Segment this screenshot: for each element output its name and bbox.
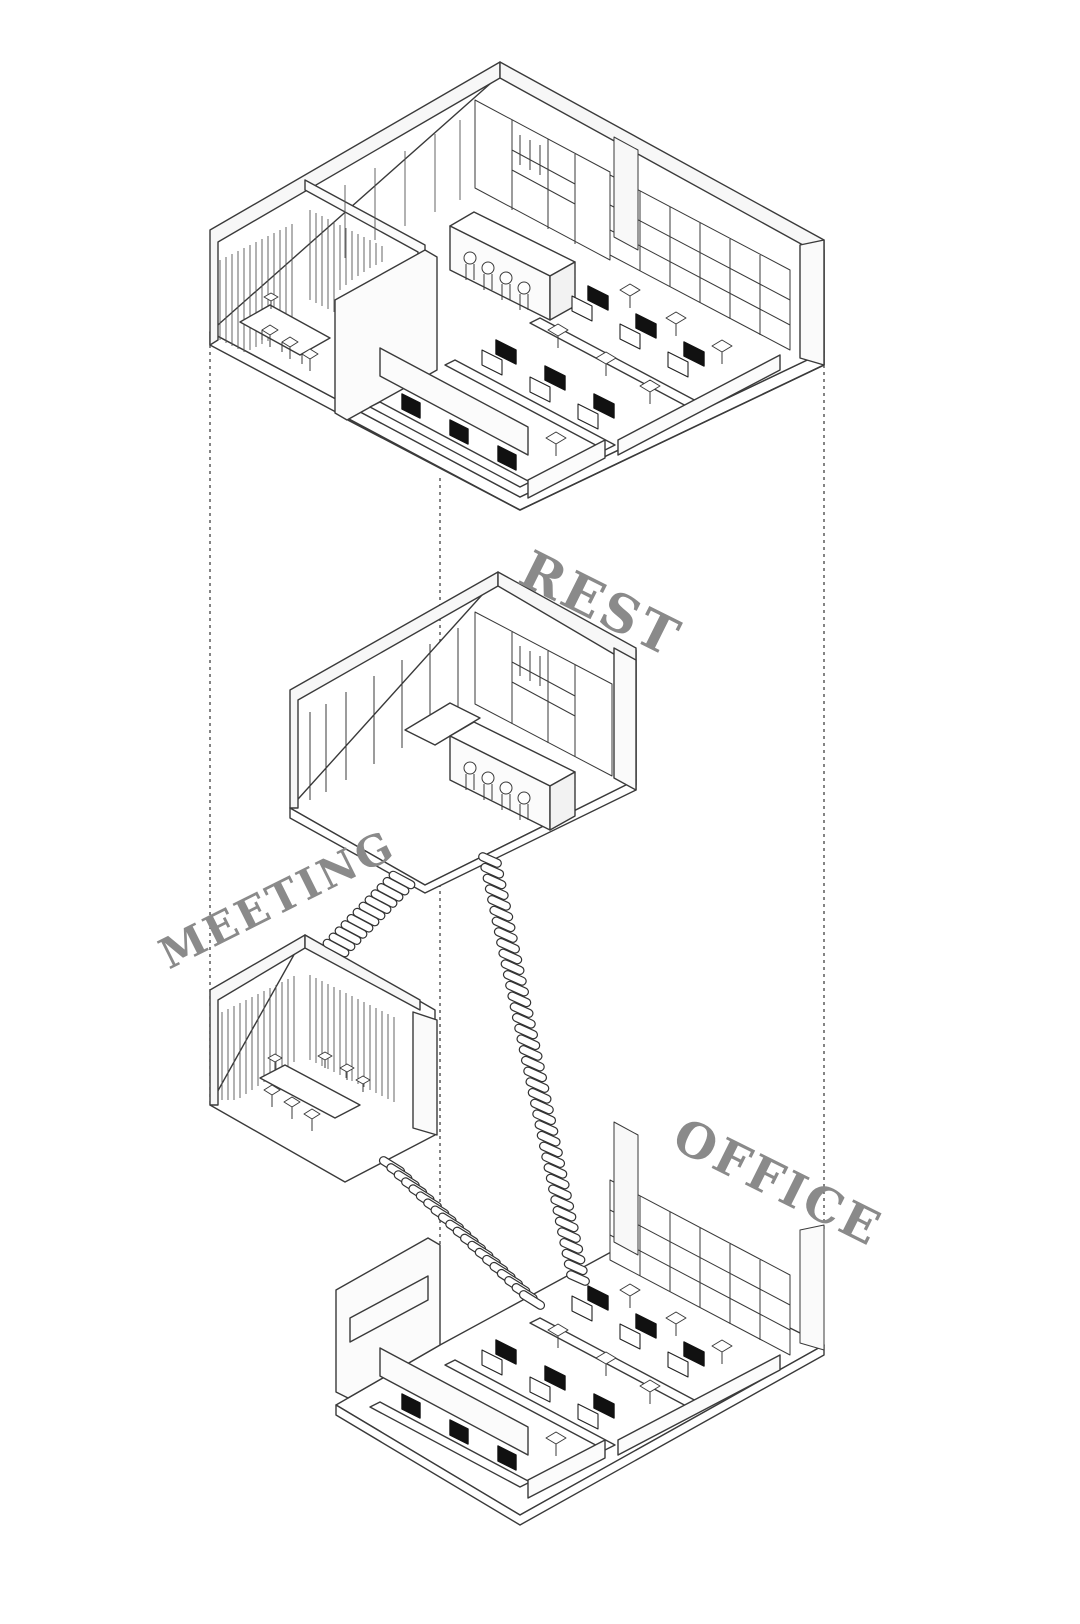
assembled-curtains	[219, 120, 461, 352]
office-right-ledge	[617, 1354, 781, 1456]
connector-link	[523, 1066, 548, 1083]
connector-link	[484, 884, 509, 901]
office-partition-front	[349, 1275, 429, 1343]
office-chairs	[545, 1283, 733, 1456]
assembled-bookcase	[609, 136, 791, 351]
assembled-front-ledge	[527, 439, 606, 499]
rest-module	[289, 571, 637, 894]
connector-link	[566, 1270, 590, 1286]
assembled-monitors-outline	[481, 295, 689, 430]
rest-island-side	[549, 771, 576, 831]
meeting-curtains	[221, 975, 395, 1102]
connector-link	[543, 1162, 568, 1179]
connector-link	[534, 1120, 559, 1136]
connector-link	[498, 948, 523, 965]
connector-link	[532, 1109, 557, 1126]
connector-meeting-to-rest	[322, 870, 416, 958]
connector-chains	[322, 852, 590, 1310]
connector-link	[525, 1077, 550, 1093]
connector-link	[500, 959, 525, 976]
connector-link	[554, 1216, 579, 1233]
office-monitors	[401, 1285, 705, 1471]
connector-link	[509, 1002, 534, 1018]
connector-link	[552, 1205, 577, 1222]
meeting-back-wall-right	[304, 934, 421, 1011]
connector-link	[478, 852, 502, 868]
office-front-divider	[379, 1347, 529, 1456]
rest-bar-stools	[463, 761, 531, 820]
assembled-floor	[209, 61, 825, 511]
connector-link	[548, 1184, 572, 1201]
connector-meeting-to-office	[378, 1156, 546, 1310]
connector-link	[527, 1087, 552, 1104]
connector-link	[496, 937, 520, 954]
rest-shelves	[474, 611, 613, 777]
connector-rest-to-office	[478, 852, 590, 1286]
office-bookcase	[609, 1121, 825, 1356]
connector-link	[559, 1237, 584, 1254]
connector-link	[563, 1259, 588, 1276]
connector-link	[516, 1034, 541, 1051]
connector-link	[502, 970, 527, 986]
meeting-room-table	[259, 1064, 361, 1119]
connector-link	[322, 938, 350, 958]
connector-link	[511, 1012, 536, 1029]
connector-link	[507, 991, 532, 1008]
connector-link	[561, 1248, 586, 1265]
assembled-bar-stools	[463, 251, 531, 310]
connector-link	[545, 1173, 570, 1190]
connector-link	[493, 927, 518, 943]
rest-table	[404, 702, 481, 746]
assembled-meeting-table	[239, 304, 331, 356]
office-module	[335, 1121, 825, 1526]
assembled-meeting-chairs	[261, 292, 319, 371]
office-front-ledge	[527, 1439, 606, 1499]
meeting-module	[209, 934, 438, 1183]
connector-link	[518, 1290, 546, 1310]
office-monitors-outline	[481, 1295, 689, 1430]
connector-link	[518, 1045, 543, 1061]
connector-link	[514, 1023, 539, 1040]
connector-link	[480, 862, 505, 879]
connector-link	[505, 980, 529, 997]
connector-link	[482, 873, 507, 890]
connector-link	[489, 905, 514, 922]
connector-link	[520, 1055, 545, 1072]
connector-link	[536, 1130, 561, 1147]
rest-glass-panels	[309, 628, 459, 800]
connector-link	[487, 895, 511, 911]
assembled-monitors	[401, 285, 705, 471]
rest-corner-column	[613, 647, 637, 791]
connector-link	[491, 916, 516, 933]
connector-link	[557, 1227, 581, 1243]
connector-link	[541, 1152, 566, 1168]
assembled-kitchen-shelves	[474, 99, 611, 261]
connector-link	[550, 1195, 575, 1211]
connector-link	[539, 1141, 563, 1158]
assembled-front-divider	[379, 347, 529, 456]
connector-link	[529, 1098, 554, 1115]
assembled-slab-edge	[347, 364, 825, 511]
assembled-office-chairs	[545, 283, 733, 456]
office-floor-edge	[335, 1344, 825, 1526]
assembled-corner-column	[799, 239, 825, 366]
meeting-room-chairs	[263, 1051, 371, 1131]
assembled-right-ledge	[617, 354, 781, 456]
meeting-corner-column	[412, 1011, 438, 1136]
